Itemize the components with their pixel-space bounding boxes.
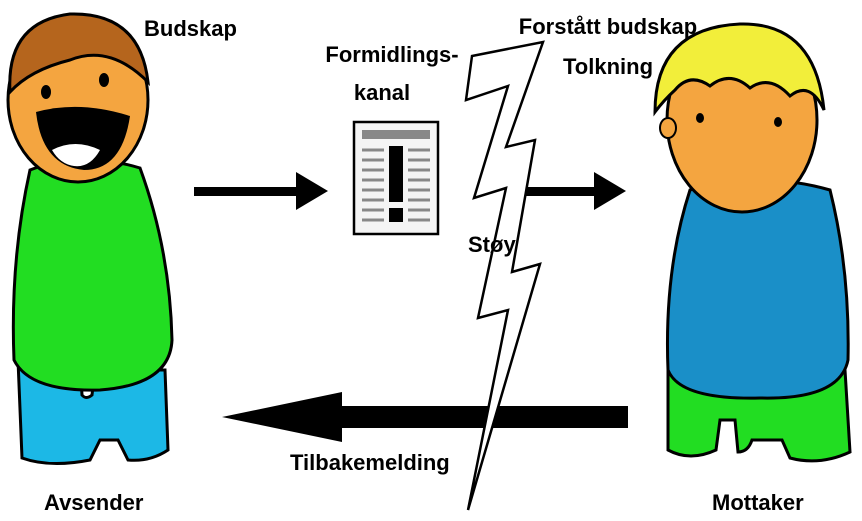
receiver-shirt [665,178,850,400]
sender-tongue [52,144,100,167]
receiver-ear [659,117,677,139]
label-noise: Støy [468,232,516,257]
newspaper-alert-icon [352,120,440,236]
label-channel-line1: Formidlings- [325,42,459,67]
receiver-figure [653,22,852,463]
sender-hair [8,12,150,96]
label-channel-line2: kanal [353,80,411,105]
sender-shirt [11,157,174,392]
sender-eye-left [41,85,51,99]
sender-figure [6,12,174,466]
label-feedback: Tilbakemelding [290,450,450,475]
label-receiver: Mottaker [712,490,804,515]
arrow-channel-to-receiver [508,172,626,210]
arrow-sender-to-channel [194,172,328,210]
label-understood-line2: Tolkning [562,54,654,79]
label-understood-line1: Forstått budskap [518,14,698,39]
arrow-feedback [222,392,628,442]
receiver-eye-left [696,113,704,123]
sender-eye-right [99,73,109,87]
label-message: Budskap [144,16,237,41]
label-sender: Avsender [44,490,144,515]
receiver-eye-right [774,117,782,127]
lightning-bolt-icon [464,40,545,511]
receiver-hair [653,22,826,117]
